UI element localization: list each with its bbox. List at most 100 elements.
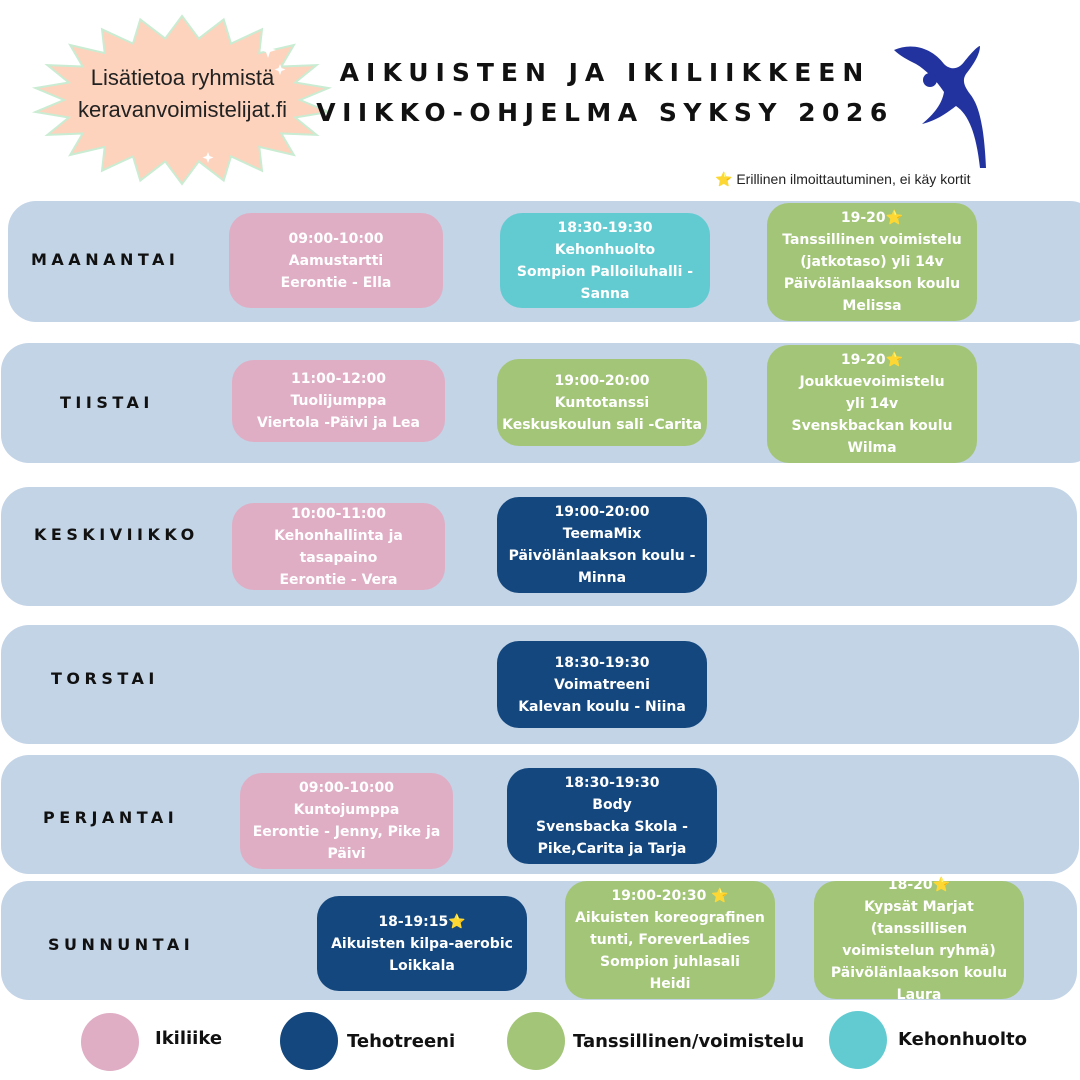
class-line: Eerontie - Vera bbox=[279, 571, 398, 588]
class-line: Päivölänlaakson koulu bbox=[830, 965, 1008, 981]
class-line: Viertola -Päivi ja Lea bbox=[257, 415, 420, 431]
legend-label-tanssillinen: Tanssillinen/voimistelu bbox=[573, 1031, 805, 1052]
class-line: Päivölänlaakson koulu bbox=[783, 276, 961, 292]
class-card-kypsat-marjat[interactable]: 18-20⭐ Kypsät Marjat (tanssillisen voimi… bbox=[814, 877, 1024, 1003]
class-line: Päivi bbox=[327, 846, 366, 862]
star-icon: ⭐ bbox=[448, 913, 466, 930]
class-line: Sompion juhlasali bbox=[600, 954, 740, 970]
class-line: Pike,Carita ja Tarja bbox=[537, 841, 687, 857]
class-line: Svensbacka Skola - bbox=[536, 819, 688, 835]
info-line-2[interactable]: keravanvoimistelijat.fi bbox=[77, 97, 288, 122]
class-card-kuntojumppa[interactable]: 09:00-10:00 Kuntojumppa Eerontie - Jenny… bbox=[240, 773, 453, 869]
class-line: Aikuisten kilpa-aerobic bbox=[331, 935, 513, 952]
class-time: 19-20 bbox=[840, 210, 886, 226]
class-card-teemamix[interactable]: 19:00-20:00 TeemaMix Päivölänlaakson kou… bbox=[497, 497, 707, 593]
class-line: Svenskbackan koulu bbox=[791, 418, 953, 434]
class-line: Eerontie - Jenny, Pike ja bbox=[252, 824, 441, 840]
class-line: TeemaMix bbox=[562, 526, 642, 542]
star-icon: ⭐ bbox=[715, 171, 733, 187]
class-line: Keskuskoulun sali -Carita bbox=[502, 416, 702, 433]
class-line: Tanssillinen voimistelu bbox=[782, 232, 962, 248]
class-line: Kuntotanssi bbox=[554, 394, 650, 411]
class-time: 19:00-20:00 bbox=[554, 372, 650, 389]
class-card-aamustartti[interactable]: 09:00-10:00 Aamustartti Eerontie - Ella bbox=[229, 213, 443, 308]
class-card-voimatreeni[interactable]: 18:30-19:30 Voimatreeni Kalevan koulu - … bbox=[497, 641, 707, 728]
class-card-kehonhallinta[interactable]: 10:00-11:00 Kehonhallinta ja tasapaino E… bbox=[232, 503, 445, 590]
class-line: Päivölänlaakson koulu - bbox=[508, 548, 696, 564]
class-line: Aikuisten koreografinen bbox=[575, 910, 765, 926]
class-time: 18-19:15 bbox=[378, 913, 449, 930]
class-time: 09:00-10:00 bbox=[299, 780, 394, 796]
class-time: 18-20 bbox=[887, 877, 933, 893]
class-line: Voimatreeni bbox=[554, 676, 650, 693]
page-title-line-1: AIKUISTEN JA IKILIIKKEEN bbox=[339, 58, 871, 87]
class-line: Sanna bbox=[580, 285, 630, 302]
class-line: (jatkotaso) yli 14v bbox=[800, 254, 944, 270]
class-card-kuntotanssi[interactable]: 19:00-20:00 Kuntotanssi Keskuskoulun sal… bbox=[497, 359, 707, 446]
class-card-kehonhuolto[interactable]: 18:30-19:30 Kehonhuolto Sompion Palloilu… bbox=[500, 213, 710, 308]
sparkle-icon bbox=[274, 64, 286, 75]
star-icon: ⭐ bbox=[885, 352, 904, 368]
legend-label-kehonhuolto: Kehonhuolto bbox=[898, 1029, 1027, 1050]
legend-swatch-kehonhuolto bbox=[829, 1011, 887, 1069]
class-line: Laura bbox=[896, 987, 942, 1003]
day-label-torstai: TORSTAI bbox=[51, 669, 159, 688]
class-line: tunti, ForeverLadies bbox=[590, 932, 750, 948]
class-line: Tuolijumppa bbox=[290, 393, 387, 409]
class-time: 19:00-20:30 bbox=[611, 888, 712, 904]
class-card-joukkuevoimistelu[interactable]: 19-20⭐ Joukkuevoimistelu yli 14v Svenskb… bbox=[767, 345, 977, 463]
class-card-kilpa-aerobic[interactable]: 18-19:15⭐ Aikuisten kilpa-aerobic Loikka… bbox=[317, 896, 527, 991]
star-icon: ⭐ bbox=[932, 877, 951, 893]
class-time: 18:30-19:30 bbox=[554, 654, 650, 671]
class-line: Kypsät Marjat (tanssillisen bbox=[864, 899, 974, 937]
class-line: Kehonhallinta ja tasapaino bbox=[274, 527, 403, 566]
class-line: Melissa bbox=[842, 298, 902, 314]
registration-note: ⭐ Erillinen ilmoittautuminen, ei käy kor… bbox=[715, 171, 971, 188]
class-line: Loikkala bbox=[389, 957, 455, 974]
class-time: 18:30-19:30 bbox=[564, 775, 660, 791]
class-card-koreografinen-tunti[interactable]: 19:00-20:30 ⭐ Aikuisten koreografinen tu… bbox=[565, 881, 775, 999]
legend-label-ikiliike: Ikiliike bbox=[155, 1028, 223, 1049]
class-card-tanssillinen-voimistelu[interactable]: 19-20⭐ Tanssillinen voimistelu (jatkotas… bbox=[767, 203, 977, 321]
class-time: 19:00-20:00 bbox=[554, 504, 650, 520]
page-title-line-2: VIIKKO-OHJELMA SYKSY 2026 bbox=[316, 98, 894, 127]
class-line: Kuntojumppa bbox=[293, 802, 400, 818]
class-line: Kalevan koulu - Niina bbox=[518, 698, 686, 715]
star-icon: ⭐ bbox=[885, 210, 904, 226]
class-line: Wilma bbox=[847, 440, 897, 456]
class-line: Minna bbox=[577, 570, 627, 586]
star-icon: ⭐ bbox=[711, 888, 729, 904]
sparkle-icon bbox=[260, 42, 276, 58]
day-label-maanantai: MAANANTAI bbox=[31, 250, 180, 269]
class-line: Aamustartti bbox=[288, 252, 384, 269]
class-time: 11:00-12:00 bbox=[291, 371, 386, 387]
class-line: Eerontie - Ella bbox=[280, 274, 392, 291]
class-line: Kehonhuolto bbox=[554, 241, 656, 258]
class-time: 19-20 bbox=[840, 352, 886, 368]
class-card-tuolijumppa[interactable]: 11:00-12:00 Tuolijumppa Viertola -Päivi … bbox=[232, 360, 445, 442]
sparkle-icon bbox=[202, 152, 214, 163]
class-line: yli 14v bbox=[845, 396, 899, 412]
day-label-perjantai: PERJANTAI bbox=[43, 808, 179, 827]
class-time: 18:30-19:30 bbox=[557, 219, 653, 236]
class-line: Joukkuevoimistelu bbox=[799, 374, 945, 390]
day-label-sunnuntai: SUNNUNTAI bbox=[48, 935, 195, 954]
gymnast-logo-icon bbox=[894, 46, 986, 168]
class-line: Sompion Palloiluhalli - bbox=[516, 263, 694, 280]
class-time: 10:00-11:00 bbox=[291, 505, 386, 522]
info-text: Lisätietoa ryhmistä keravanvoimistelijat… bbox=[30, 62, 335, 126]
legend-swatch-tanssillinen bbox=[507, 1012, 565, 1070]
day-label-keskiviikko: KESKIVIIKKO bbox=[34, 525, 199, 544]
class-line: Heidi bbox=[649, 976, 691, 992]
class-card-body[interactable]: 18:30-19:30 Body Svensbacka Skola - Pike… bbox=[507, 768, 717, 864]
info-starburst bbox=[31, 14, 333, 186]
info-line-1: Lisätietoa ryhmistä bbox=[90, 65, 275, 90]
day-label-tiistai: TIISTAI bbox=[60, 393, 154, 412]
class-time: 09:00-10:00 bbox=[288, 230, 384, 247]
legend-swatch-ikiliike bbox=[81, 1013, 139, 1071]
legend-swatch-tehotreeni bbox=[280, 1012, 338, 1070]
legend-label-tehotreeni: Tehotreeni bbox=[347, 1031, 456, 1052]
class-line: Body bbox=[592, 797, 632, 813]
registration-note-text: Erillinen ilmoittautuminen, ei käy korti… bbox=[732, 171, 971, 187]
class-line: voimistelun ryhmä) bbox=[842, 943, 996, 959]
